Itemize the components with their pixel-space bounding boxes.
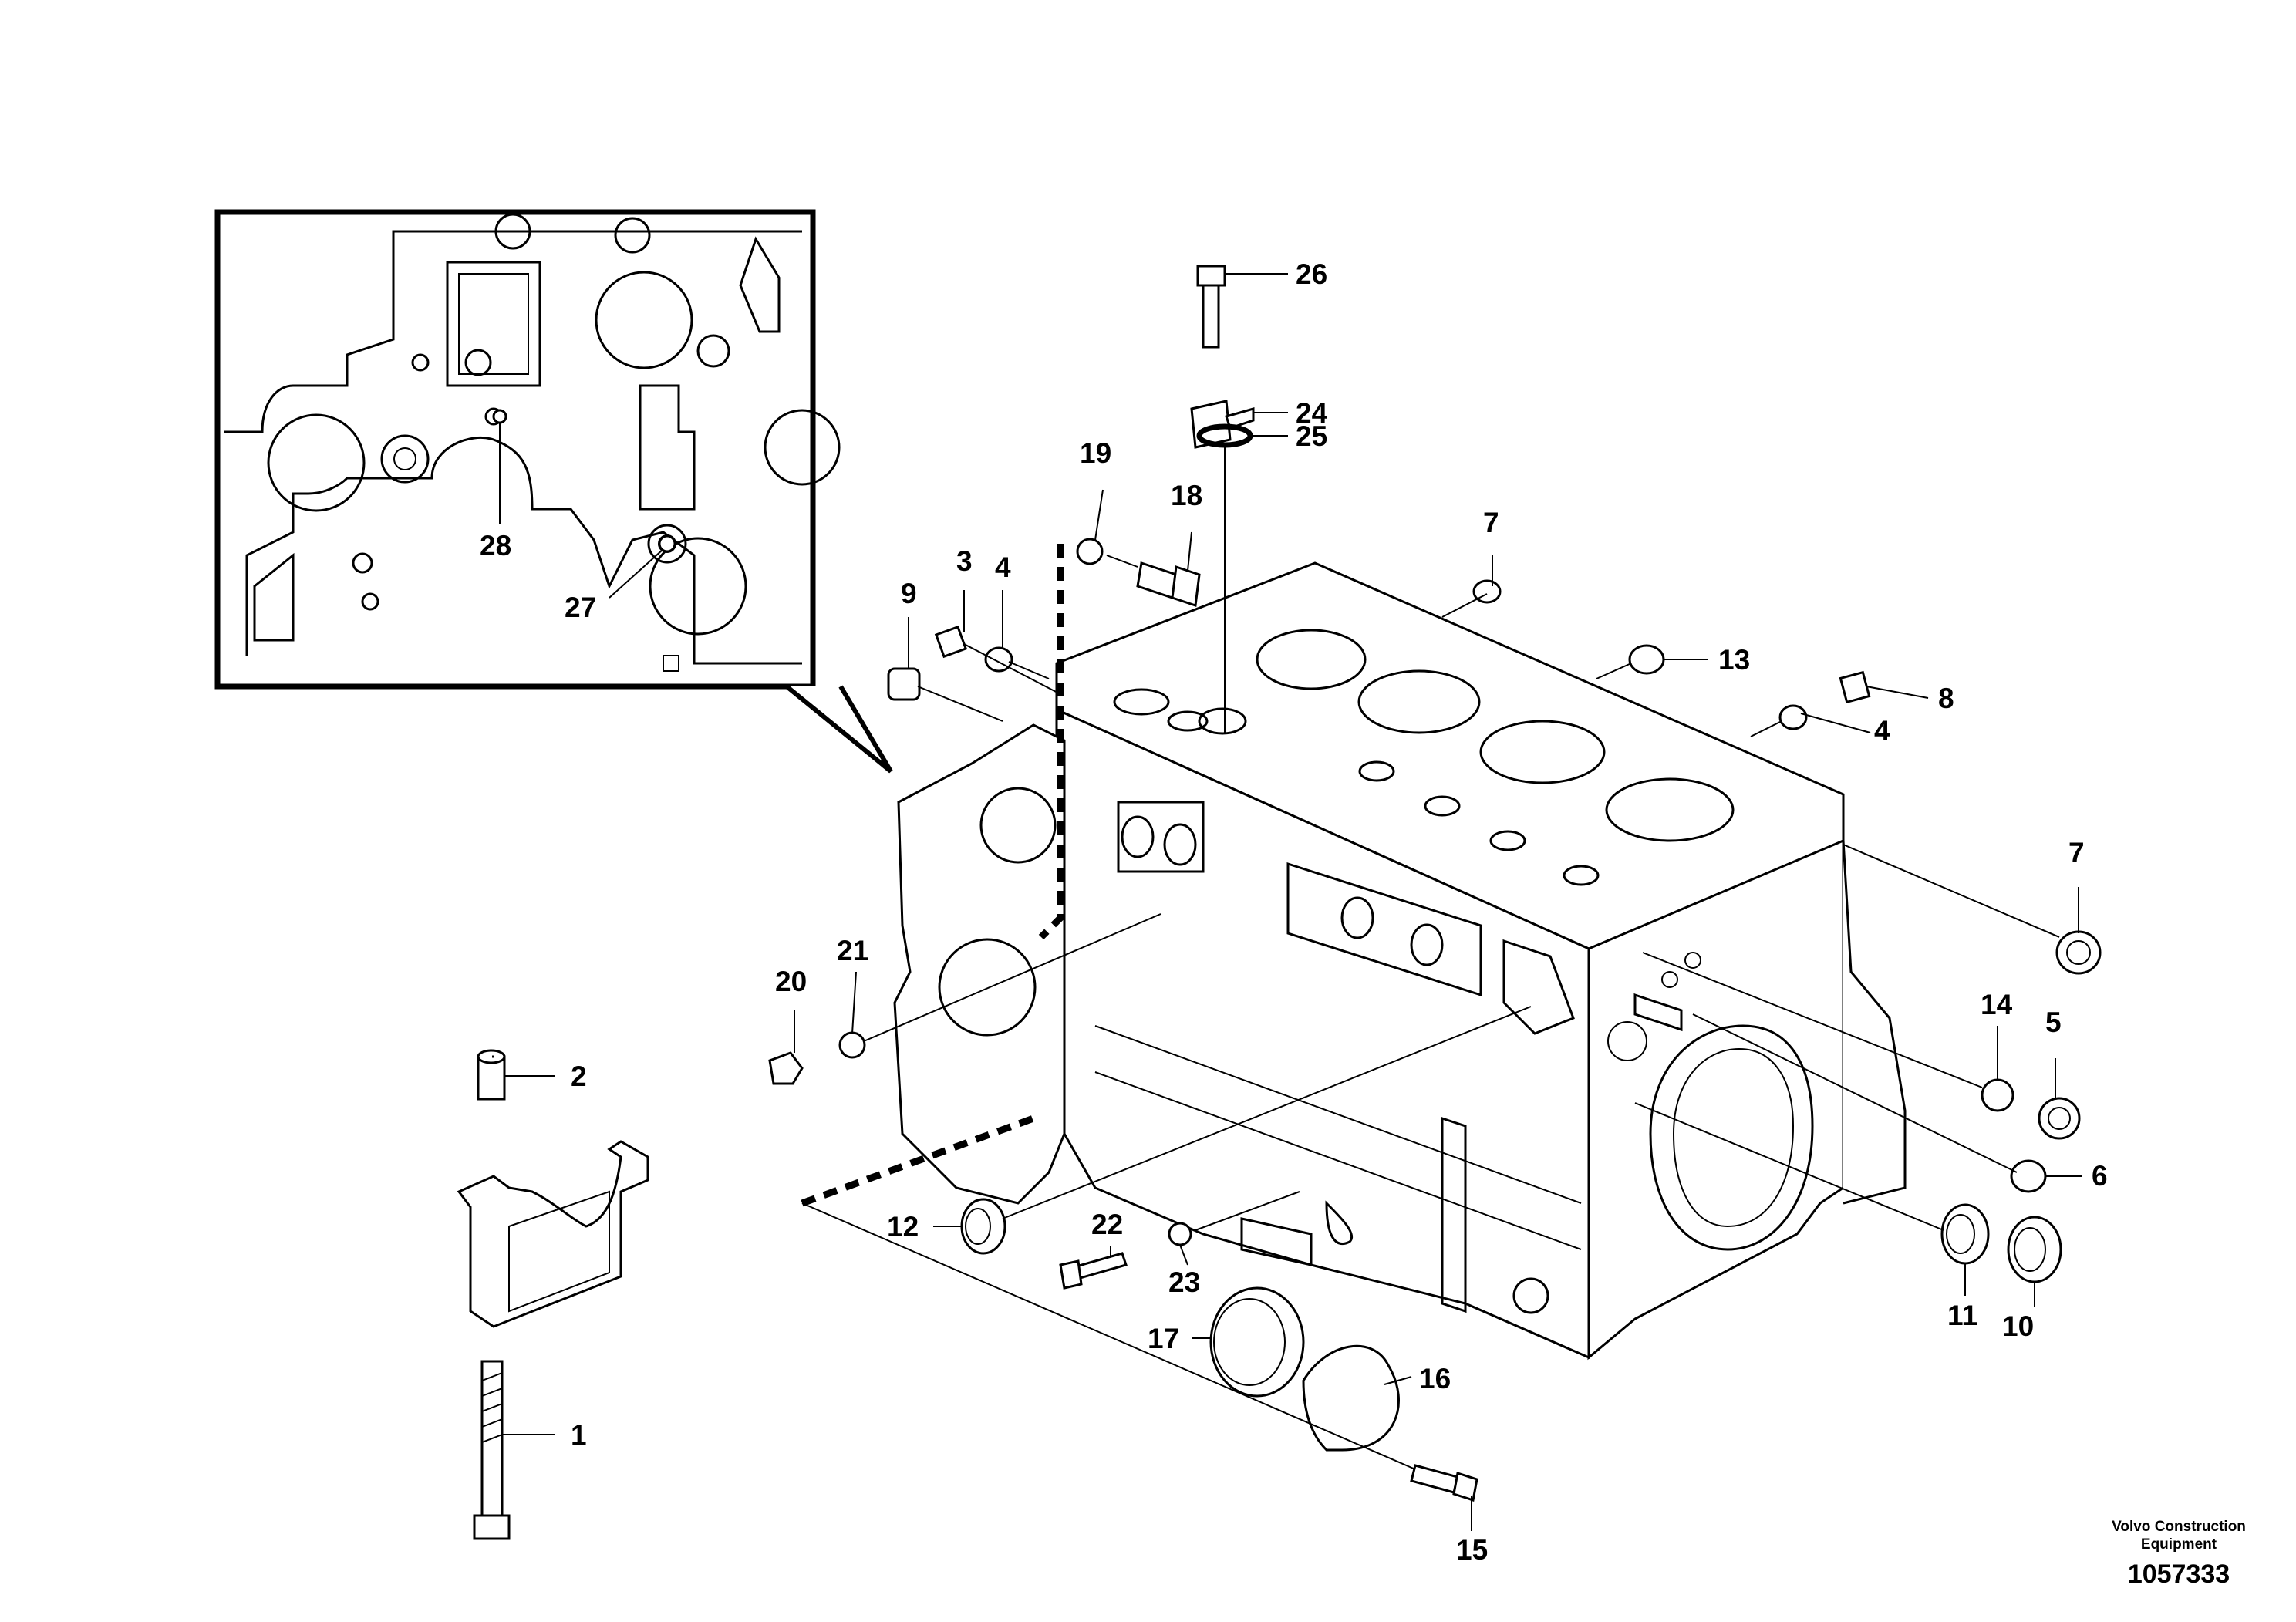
plug-part-13 xyxy=(1628,644,1665,675)
callout-16: 16 xyxy=(1419,1363,1451,1394)
callout-24: 24 xyxy=(1296,397,1328,429)
plug-part-5 xyxy=(2038,1097,2081,1140)
washer-part-4b xyxy=(1778,704,1808,730)
seal-part-11 xyxy=(1940,1203,1990,1265)
callout-8: 8 xyxy=(1938,683,1954,714)
seal-part-10 xyxy=(2007,1216,2062,1283)
sleeve-part-14 xyxy=(1981,1078,2014,1112)
plug-part-8 xyxy=(1839,670,1871,704)
bolt-part-22 xyxy=(1059,1252,1128,1290)
plug-part-6 xyxy=(2010,1159,2047,1193)
bearing-cap xyxy=(457,1140,649,1328)
callout-17: 17 xyxy=(1148,1323,1179,1354)
seal-part-12 xyxy=(960,1198,1006,1255)
document-number: 1057333 xyxy=(2128,1560,2230,1589)
plug-part-3 xyxy=(934,625,968,659)
callout-26: 26 xyxy=(1296,258,1327,290)
seal-part-17 xyxy=(1209,1286,1305,1398)
callout-1: 1 xyxy=(571,1419,587,1451)
callout-4a: 4 xyxy=(995,551,1011,583)
callout-10: 10 xyxy=(2002,1310,2034,1342)
figure-footer: Volvo Construction Equipment 1057333 xyxy=(2112,1519,2246,1589)
callout-12: 12 xyxy=(887,1211,919,1243)
callout-19: 19 xyxy=(1080,437,1111,469)
cylinder-block xyxy=(801,544,1907,1361)
bolt-part-1 xyxy=(473,1360,511,1540)
sleeve-part-2 xyxy=(477,1049,506,1101)
inset-detail-view xyxy=(214,209,893,774)
brand-line-1: Volvo Construction xyxy=(2112,1519,2246,1535)
callout-18: 18 xyxy=(1171,480,1202,511)
washer-part-19 xyxy=(1076,538,1104,565)
callout-2: 2 xyxy=(571,1061,587,1092)
leader-lines xyxy=(492,273,2082,1531)
callout-21: 21 xyxy=(837,935,868,966)
callout-labels: 1 2 3 4 4 5 6 7 7 8 9 10 11 12 13 14 15 … xyxy=(480,258,2108,1566)
callout-4b: 4 xyxy=(1874,715,1890,747)
plug-part-27 xyxy=(658,534,676,553)
callout-13: 13 xyxy=(1718,644,1750,676)
callout-7b: 7 xyxy=(2068,837,2085,868)
cap-part-9 xyxy=(887,667,921,701)
washer-part-21 xyxy=(838,1031,866,1059)
bolt-part-15 xyxy=(1410,1464,1478,1502)
callout-28: 28 xyxy=(480,530,511,561)
callout-20: 20 xyxy=(775,966,807,997)
callout-9: 9 xyxy=(901,578,917,609)
callout-27: 27 xyxy=(565,592,596,623)
callout-11: 11 xyxy=(1947,1300,1977,1331)
callout-3: 3 xyxy=(956,545,973,577)
brand-line-2: Equipment xyxy=(2141,1536,2217,1553)
callout-7a: 7 xyxy=(1483,507,1499,538)
bolt-part-26 xyxy=(1196,265,1226,349)
callout-22: 22 xyxy=(1091,1209,1123,1240)
washer-part-23 xyxy=(1168,1222,1192,1246)
callout-14: 14 xyxy=(1981,989,2013,1020)
hole-part-28 xyxy=(492,409,507,424)
callout-25: 25 xyxy=(1296,420,1327,452)
callout-23: 23 xyxy=(1168,1266,1200,1298)
plug-part-7b xyxy=(2055,930,2102,975)
cover-part-16 xyxy=(1302,1344,1400,1452)
callout-15: 15 xyxy=(1456,1534,1488,1566)
bolt-part-18 xyxy=(1136,561,1201,608)
callout-5: 5 xyxy=(2045,1007,2062,1038)
callout-6: 6 xyxy=(2092,1160,2108,1192)
bolt-part-20 xyxy=(768,1051,804,1085)
